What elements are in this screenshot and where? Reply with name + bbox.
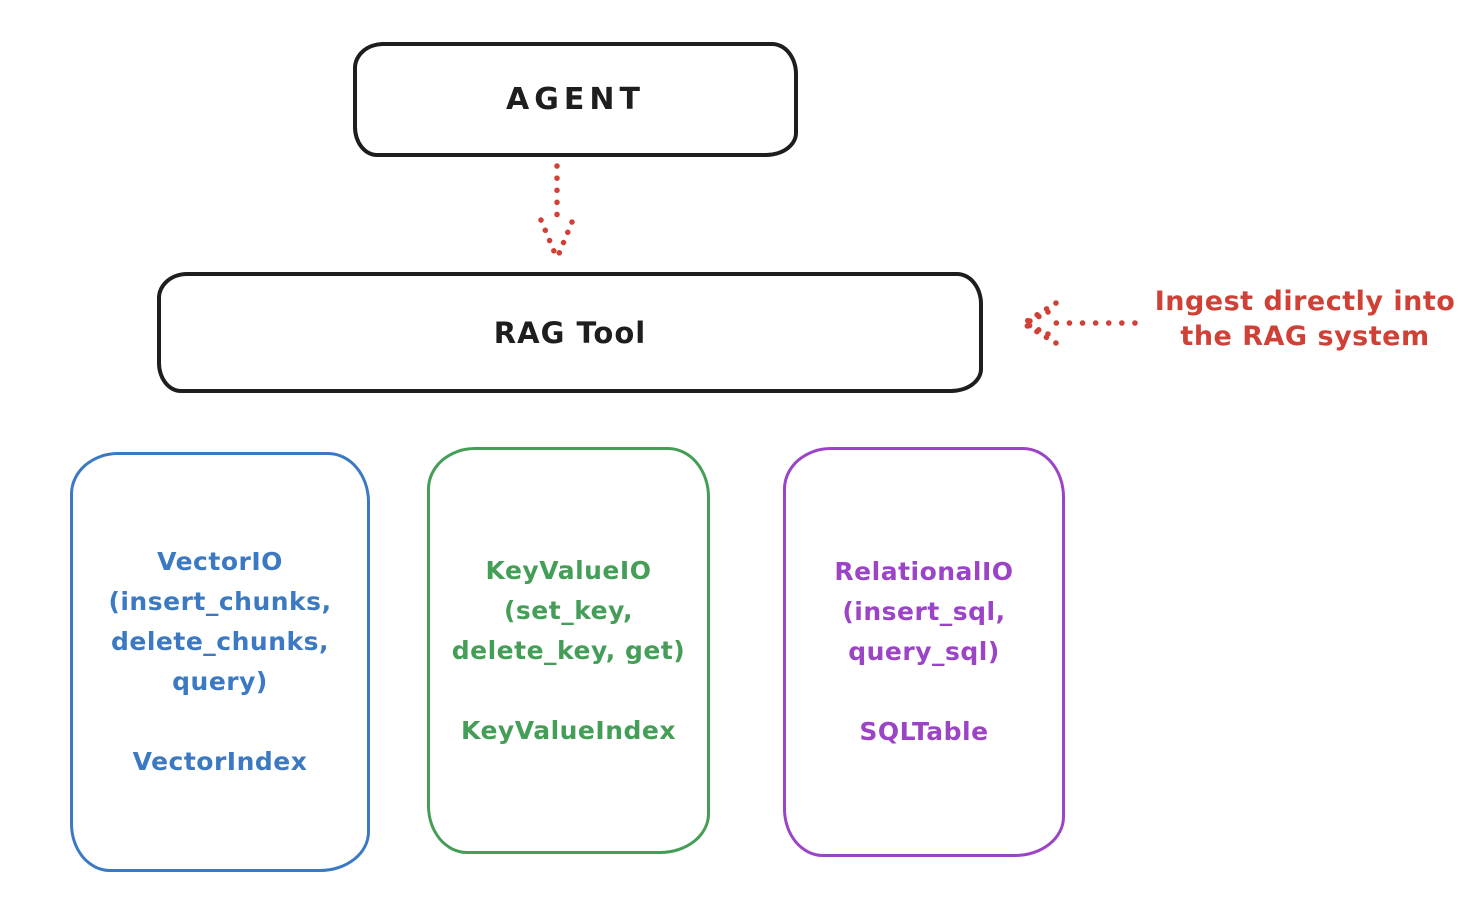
vectorio-box: VectorIO (insert_chunks, delete_chunks, … bbox=[70, 452, 370, 872]
backend-api-line: delete_key, get) bbox=[451, 635, 686, 665]
backend-index-label: KeyValueIndex bbox=[461, 715, 676, 745]
agent-node: AGENT bbox=[353, 42, 798, 157]
rag-tool-node: RAG Tool bbox=[157, 272, 983, 393]
backend-api-line: (insert_sql, bbox=[842, 597, 1006, 626]
backend-api-line: (insert_chunks, bbox=[108, 587, 332, 616]
ingest-annotation-line2: the RAG system bbox=[1180, 321, 1430, 352]
relationalio-box: RelationalIO (insert_sql, query_sql) SQL… bbox=[783, 447, 1065, 857]
backend-index-label: VectorIndex bbox=[132, 747, 308, 776]
ingest-annotation: Ingest directly into the RAG system bbox=[1140, 284, 1470, 354]
keyvalueio-box: KeyValueIO (set_key, delete_key, get) Ke… bbox=[427, 447, 710, 854]
backend-api-line: (set_key, bbox=[504, 595, 633, 625]
backend-api-line: delete_chunks, bbox=[111, 627, 329, 656]
agent-to-rag-arrow-icon bbox=[538, 163, 575, 259]
backend-api-line: query) bbox=[172, 667, 268, 696]
backend-index-label: SQLTable bbox=[859, 717, 989, 746]
backend-api-line: KeyValueIO bbox=[485, 555, 652, 585]
ingest-arrow-icon bbox=[1021, 300, 1138, 346]
backend-api-line: VectorIO bbox=[157, 547, 283, 576]
backend-api-line: RelationalIO bbox=[834, 557, 1014, 586]
backend-api-line: query_sql) bbox=[848, 637, 1000, 666]
agent-label: AGENT bbox=[506, 82, 645, 117]
ingest-annotation-line1: Ingest directly into bbox=[1154, 286, 1456, 317]
rag-tool-label: RAG Tool bbox=[493, 315, 647, 350]
